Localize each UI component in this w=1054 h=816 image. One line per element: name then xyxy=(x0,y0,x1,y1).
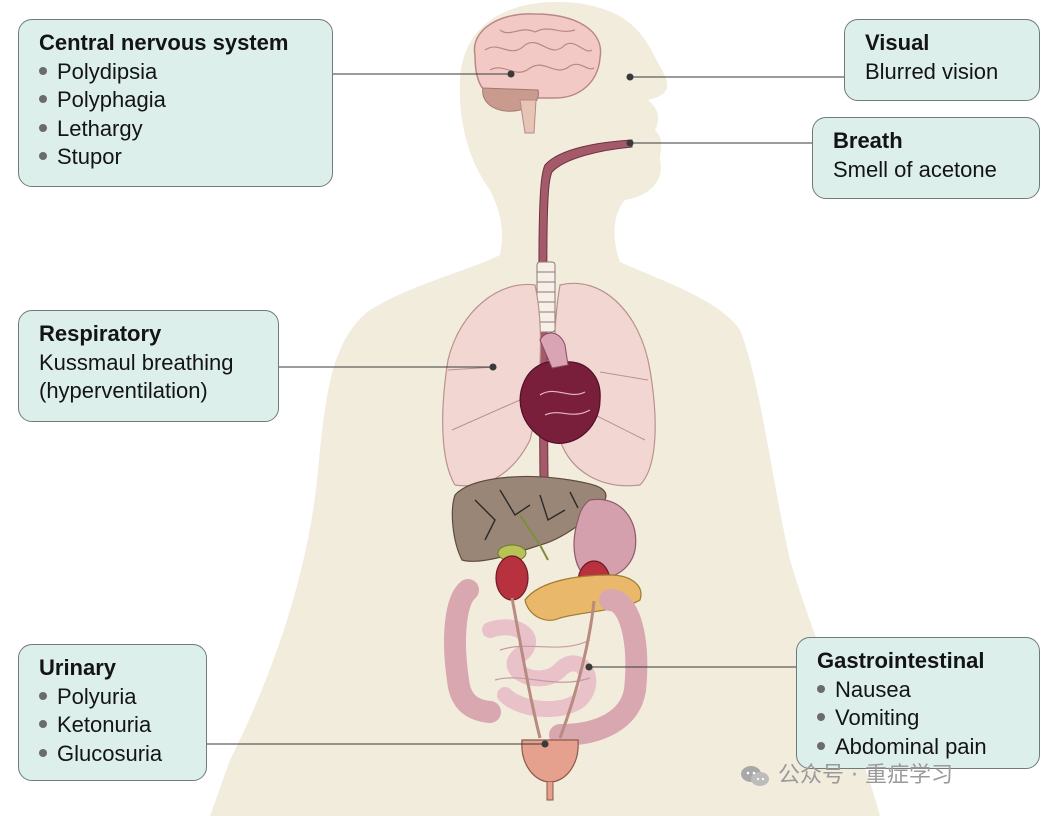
callout-text: Smell of acetone xyxy=(833,156,997,182)
callout-respiratory: Respiratory Kussmaul breathing (hyperven… xyxy=(18,310,279,422)
callout-title: Breath xyxy=(833,128,903,153)
list-item: Glucosuria xyxy=(39,740,186,769)
bullet-icon xyxy=(39,123,47,132)
list-item: Polydipsia xyxy=(39,58,312,87)
list-item: Abdominal pain xyxy=(817,733,1019,762)
callout-central-nervous-system: Central nervous system Polydipsia Polyph… xyxy=(18,19,333,187)
list-item: Polyphagia xyxy=(39,86,312,115)
callout-gastrointestinal: Gastrointestinal Nausea Vomiting Abdomin… xyxy=(796,637,1040,769)
callout-text: Kussmaul breathing xyxy=(39,349,234,375)
callout-visual: Visual Blurred vision xyxy=(844,19,1040,101)
symptom-list: Polydipsia Polyphagia Lethargy Stupor xyxy=(39,58,312,172)
pancreas xyxy=(524,574,642,621)
list-item: Lethargy xyxy=(39,115,312,144)
watermark-text: 公众号 · 重症学习 xyxy=(778,763,953,788)
callout-title: Respiratory xyxy=(39,321,162,346)
bullet-icon xyxy=(39,66,47,75)
left-kidney xyxy=(495,555,529,601)
leader-lines xyxy=(207,70,844,748)
callout-title: Gastrointestinal xyxy=(817,648,985,673)
list-item: Ketonuria xyxy=(39,711,186,740)
list-item: Polyuria xyxy=(39,683,186,712)
bullet-icon xyxy=(817,684,825,693)
list-item: Nausea xyxy=(817,676,1019,705)
list-item: Vomiting xyxy=(817,704,1019,733)
bullet-icon xyxy=(39,152,47,161)
trachea xyxy=(536,261,556,333)
watermark: 公众号 · 重症学习 xyxy=(740,757,953,789)
ureters xyxy=(510,597,596,739)
bullet-icon xyxy=(39,720,47,729)
intestines xyxy=(444,579,648,746)
symptom-list: Nausea Vomiting Abdominal pain xyxy=(817,676,1019,762)
callout-urinary: Urinary Polyuria Ketonuria Glucosuria xyxy=(18,644,207,781)
callout-breath: Breath Smell of acetone xyxy=(812,117,1040,199)
bullet-icon xyxy=(39,748,47,757)
wechat-icon xyxy=(741,766,769,786)
bullet-icon xyxy=(817,713,825,722)
symptom-list: Polyuria Ketonuria Glucosuria xyxy=(39,683,186,769)
callout-text: (hyperventilation) xyxy=(39,378,208,403)
callout-title: Urinary xyxy=(39,655,117,680)
bullet-icon xyxy=(39,95,47,104)
bullet-icon xyxy=(39,691,47,700)
callout-text: Blurred vision xyxy=(865,58,999,84)
callout-title: Central nervous system xyxy=(39,30,289,55)
heart-icon xyxy=(519,332,601,444)
callout-title: Visual xyxy=(865,30,930,55)
list-item: Stupor xyxy=(39,143,312,172)
bullet-icon xyxy=(817,741,825,750)
brain-icon xyxy=(473,13,602,134)
